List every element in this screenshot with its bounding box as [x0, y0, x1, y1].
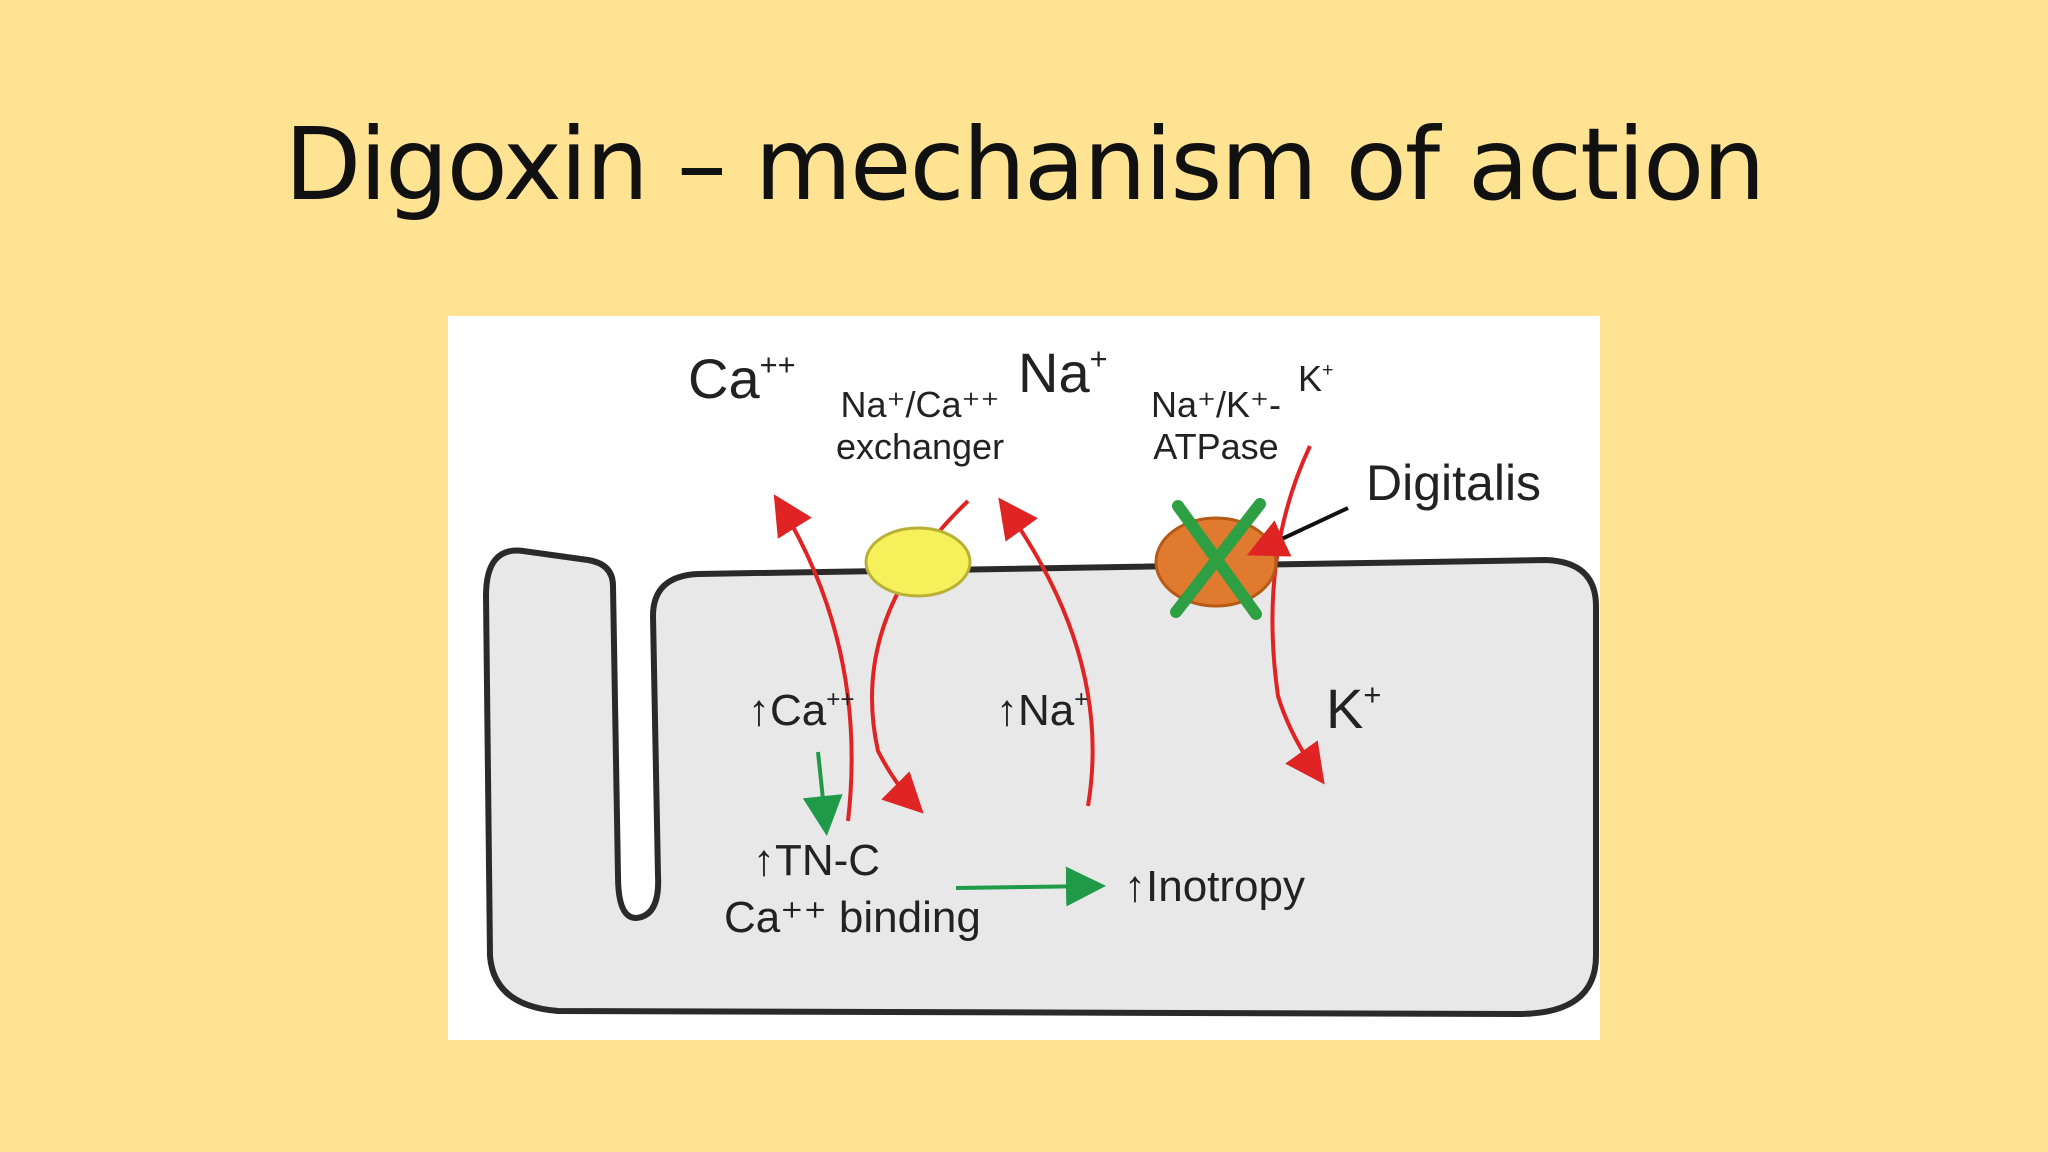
digitalis-pointer	[1246, 506, 1349, 557]
ca-efflux-arrow	[773, 494, 854, 822]
block-x-icon	[1170, 498, 1266, 620]
ca-to-tnc-arrow	[802, 751, 843, 836]
outside-k-label: K+	[1298, 358, 1334, 399]
cell-membrane	[482, 547, 1599, 1018]
inside-k-label: K+	[1326, 676, 1382, 740]
tnc-label: ↑TN-C	[753, 836, 881, 885]
inotropy-label: ↑Inotropy	[1124, 862, 1305, 911]
inside-ca-label: ↑Ca++	[748, 685, 855, 735]
diagram-svg	[482, 445, 1599, 1018]
outside-na-label: Na+	[1018, 340, 1108, 404]
outside-ca-label: Ca++	[688, 346, 796, 410]
inside-na-label: ↑Na+	[996, 685, 1089, 735]
exchanger-protein	[864, 526, 972, 598]
k-influx-arrow	[1270, 445, 1325, 785]
digitalis-label: Digitalis	[1366, 455, 1542, 511]
ca-binding-label: Ca⁺⁺ binding	[724, 893, 981, 942]
slide-title: Digoxin – mechanism of action	[284, 106, 1765, 223]
atpase-label: Na⁺/K⁺- ATPase	[1150, 384, 1282, 467]
exchanger-label: Na⁺/Ca⁺⁺ exchanger	[835, 384, 1005, 467]
na-efflux-arrow	[998, 497, 1095, 807]
diagram-panel: Ca++ Na+ K+ Na⁺/Ca⁺⁺ exchanger Na⁺/K⁺- A…	[448, 316, 1600, 1040]
tnc-to-inotropy-arrow	[955, 866, 1106, 907]
